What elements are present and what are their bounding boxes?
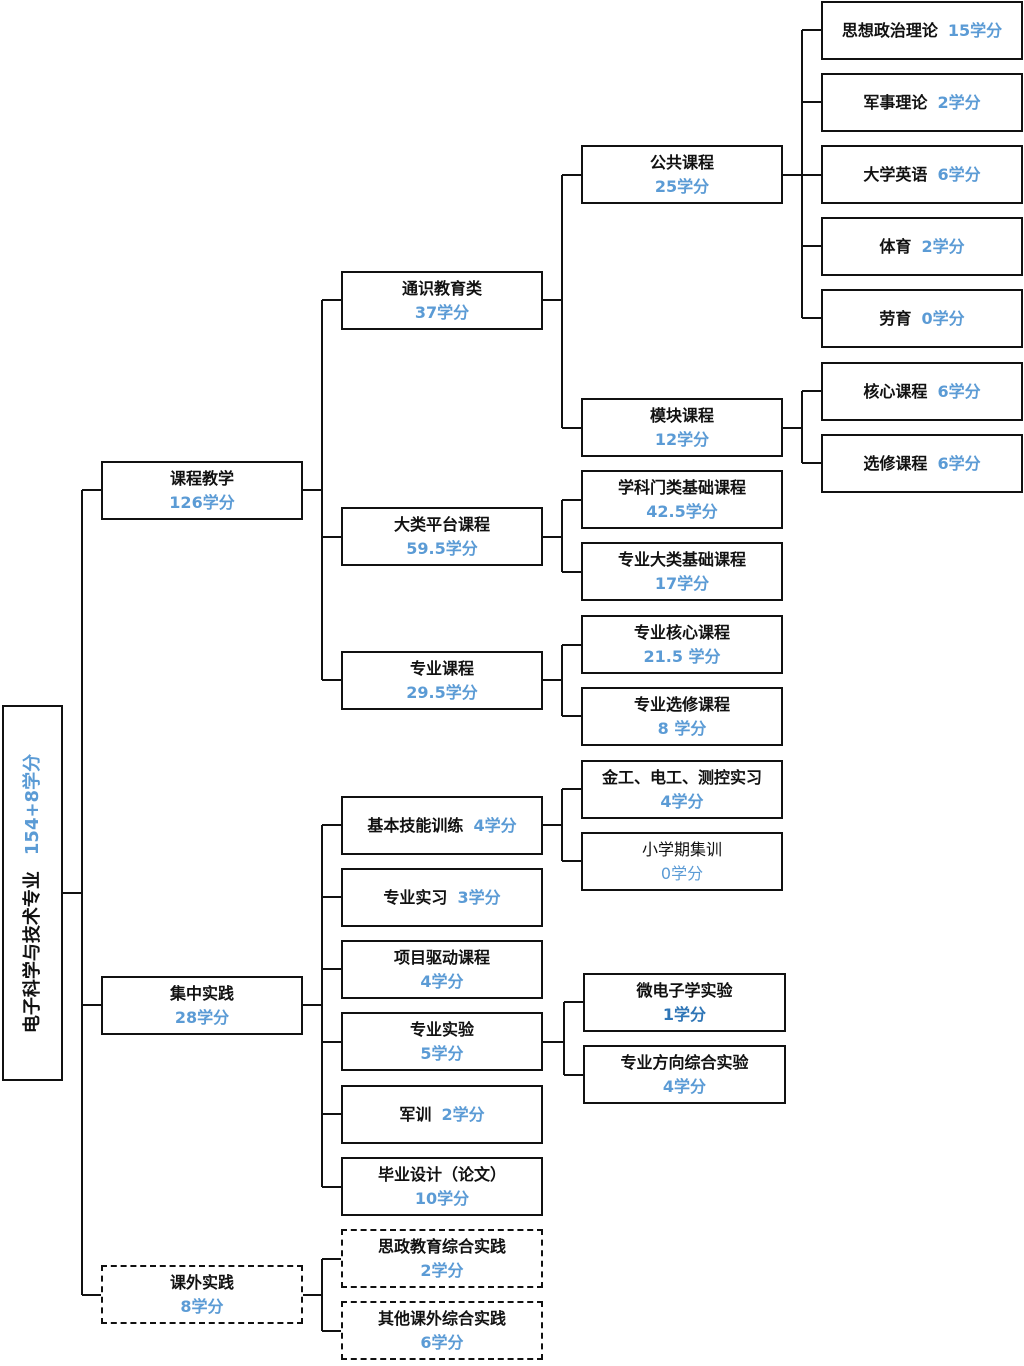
node-public-courses: 公共课程 25学分 bbox=[581, 145, 783, 204]
node-general-education: 通识教育类 37学分 bbox=[341, 271, 543, 330]
node-credits: 6学分 bbox=[937, 381, 981, 401]
node-credits: 21.5 学分 bbox=[643, 646, 721, 666]
root-credits: 154+8学分 bbox=[22, 753, 43, 855]
node-title: 金工、电工、测控实习 bbox=[601, 767, 762, 787]
node-title: 项目驱动课程 bbox=[393, 947, 490, 967]
node-credits: 42.5学分 bbox=[646, 501, 718, 521]
leaf-major-core: 专业核心课程 21.5 学分 bbox=[581, 615, 783, 674]
node-credits: 6学分 bbox=[937, 164, 981, 184]
leaf-ideology-politics: 思想政治理论 15学分 bbox=[821, 1, 1023, 60]
node-credits: 17学分 bbox=[654, 573, 710, 593]
node-title: 专业选修课程 bbox=[633, 694, 730, 714]
node-title: 专业实习 bbox=[383, 887, 448, 907]
node-title: 学科门类基础课程 bbox=[617, 477, 746, 497]
node-credits: 29.5学分 bbox=[406, 682, 478, 702]
node-title: 公共课程 bbox=[649, 152, 714, 172]
node-project-courses: 项目驱动课程 4学分 bbox=[341, 940, 543, 999]
node-graduation-thesis: 毕业设计（论文） 10学分 bbox=[341, 1157, 543, 1216]
leaf-microelectronics-lab: 微电子学实验 1学分 bbox=[583, 973, 786, 1032]
node-module-courses: 模块课程 12学分 bbox=[581, 398, 783, 457]
node-military-training: 军训 2学分 bbox=[341, 1085, 543, 1144]
node-credits: 4学分 bbox=[420, 971, 464, 991]
node-credits: 12学分 bbox=[654, 429, 710, 449]
leaf-workshop-internship: 金工、电工、测控实习 4学分 bbox=[581, 760, 783, 819]
node-title: 军事理论 bbox=[863, 92, 928, 112]
node-credits: 28学分 bbox=[174, 1007, 230, 1027]
leaf-short-term-training: 小学期集训 0学分 bbox=[581, 832, 783, 891]
node-title: 基本技能训练 bbox=[367, 815, 464, 835]
node-course-teaching: 课程教学 126学分 bbox=[101, 461, 303, 520]
node-credits: 8 学分 bbox=[657, 718, 707, 738]
node-credits: 4学分 bbox=[473, 815, 517, 835]
node-credits: 1学分 bbox=[662, 1004, 707, 1024]
leaf-elective-courses: 选修课程 6学分 bbox=[821, 434, 1023, 493]
node-title: 思政教育综合实践 bbox=[377, 1236, 506, 1256]
leaf-major-category-foundation: 专业大类基础课程 17学分 bbox=[581, 542, 783, 601]
root-node: 电子科学与技术专业 154+8学分 bbox=[2, 705, 63, 1081]
node-credits: 126学分 bbox=[169, 492, 235, 512]
node-credits: 10学分 bbox=[414, 1188, 470, 1208]
node-credits: 2学分 bbox=[921, 236, 965, 256]
node-credits: 37学分 bbox=[414, 302, 470, 322]
node-credits: 6学分 bbox=[420, 1332, 464, 1352]
node-title: 通识教育类 bbox=[401, 278, 482, 298]
leaf-military-theory: 军事理论 2学分 bbox=[821, 73, 1023, 132]
leaf-core-courses: 核心课程 6学分 bbox=[821, 362, 1023, 421]
leaf-physical-education: 体育 2学分 bbox=[821, 217, 1023, 276]
node-title: 专业方向综合实验 bbox=[620, 1052, 749, 1072]
node-title: 微电子学实验 bbox=[636, 980, 733, 1000]
node-credits: 2学分 bbox=[441, 1104, 485, 1124]
leaf-discipline-foundation: 学科门类基础课程 42.5学分 bbox=[581, 470, 783, 529]
node-credits: 0学分 bbox=[660, 863, 704, 883]
leaf-labor-education: 劳育 0学分 bbox=[821, 289, 1023, 348]
node-credits: 59.5学分 bbox=[406, 538, 478, 558]
node-title: 军训 bbox=[399, 1104, 432, 1124]
node-title: 模块课程 bbox=[649, 405, 714, 425]
node-title: 体育 bbox=[879, 236, 912, 256]
node-other-practice: 其他课外综合实践 6学分 bbox=[341, 1301, 543, 1360]
node-title: 思想政治理论 bbox=[841, 20, 938, 40]
node-title: 专业大类基础课程 bbox=[617, 549, 746, 569]
node-title: 劳育 bbox=[879, 308, 912, 328]
node-ideology-practice: 思政教育综合实践 2学分 bbox=[341, 1229, 543, 1288]
node-credits: 6学分 bbox=[937, 453, 981, 473]
node-credits: 25学分 bbox=[654, 176, 710, 196]
node-credits: 2学分 bbox=[937, 92, 981, 112]
node-title: 大学英语 bbox=[863, 164, 928, 184]
node-title: 专业实验 bbox=[409, 1019, 474, 1039]
node-major-courses: 专业课程 29.5学分 bbox=[341, 651, 543, 710]
node-platform-courses: 大类平台课程 59.5学分 bbox=[341, 507, 543, 566]
node-credits: 4学分 bbox=[662, 1076, 707, 1096]
node-title: 课外实践 bbox=[169, 1272, 234, 1292]
node-title: 课程教学 bbox=[169, 468, 234, 488]
leaf-comprehensive-lab: 专业方向综合实验 4学分 bbox=[583, 1045, 786, 1104]
node-extracurricular: 课外实践 8学分 bbox=[101, 1265, 303, 1324]
node-credits: 15学分 bbox=[947, 20, 1003, 40]
node-experiments: 专业实验 5学分 bbox=[341, 1012, 543, 1071]
node-title: 大类平台课程 bbox=[393, 514, 490, 534]
node-credits: 4学分 bbox=[660, 791, 704, 811]
node-title: 小学期集训 bbox=[641, 839, 722, 859]
node-title: 其他课外综合实践 bbox=[377, 1308, 506, 1328]
leaf-major-elective: 专业选修课程 8 学分 bbox=[581, 687, 783, 746]
node-credits: 0学分 bbox=[921, 308, 965, 328]
root-title: 电子科学与技术专业 bbox=[22, 870, 43, 1033]
node-internship: 专业实习 3学分 bbox=[341, 868, 543, 927]
node-basic-skills: 基本技能训练 4学分 bbox=[341, 796, 543, 855]
node-title: 选修课程 bbox=[863, 453, 928, 473]
node-title: 核心课程 bbox=[863, 381, 928, 401]
node-credits: 3学分 bbox=[457, 887, 501, 907]
node-credits: 5学分 bbox=[420, 1043, 464, 1063]
node-title: 毕业设计（论文） bbox=[377, 1164, 506, 1184]
node-title: 集中实践 bbox=[169, 983, 234, 1003]
node-practice: 集中实践 28学分 bbox=[101, 976, 303, 1035]
node-credits: 8学分 bbox=[180, 1296, 224, 1316]
leaf-college-english: 大学英语 6学分 bbox=[821, 145, 1023, 204]
node-credits: 2学分 bbox=[420, 1260, 464, 1280]
node-title: 专业核心课程 bbox=[633, 622, 730, 642]
node-title: 专业课程 bbox=[409, 658, 474, 678]
